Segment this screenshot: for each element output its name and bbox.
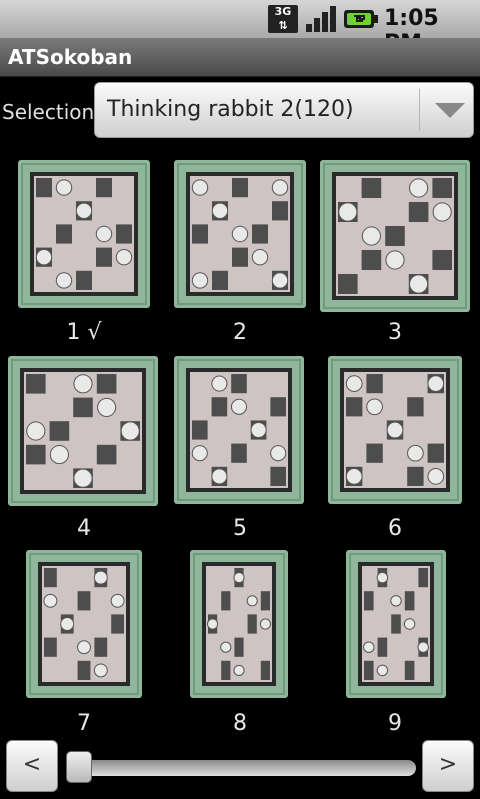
- page-slider-track[interactable]: [66, 760, 416, 776]
- level-label-5: 5: [233, 516, 247, 541]
- level-thumbnail-7[interactable]: [26, 550, 142, 698]
- battery-icon: [344, 10, 378, 28]
- level-thumbnail-1[interactable]: [18, 160, 150, 308]
- page-slider-thumb[interactable]: [66, 751, 92, 783]
- selection-label: Selection:: [2, 100, 101, 124]
- level-thumbnail-8[interactable]: [190, 550, 288, 698]
- network-3g-icon: 3G⇅: [268, 5, 298, 33]
- level-set-value: Thinking rabbit 2(120): [107, 97, 354, 122]
- next-page-button[interactable]: >: [422, 740, 474, 792]
- app-title: ATSokoban: [8, 45, 133, 69]
- level-label-7: 7: [77, 711, 91, 736]
- level-label-9: 9: [388, 711, 402, 736]
- level-thumbnail-9[interactable]: [346, 550, 446, 698]
- level-set-dropdown[interactable]: Thinking rabbit 2(120): [94, 82, 474, 138]
- status-bar: 3G⇅ 1:05 PM: [0, 0, 480, 56]
- level-label-2: 2: [233, 320, 247, 345]
- level-label-4: 4: [77, 516, 91, 541]
- level-thumbnail-4[interactable]: [8, 356, 158, 506]
- dropdown-divider: [419, 89, 420, 131]
- prev-page-button[interactable]: <: [6, 740, 58, 792]
- level-label-6: 6: [388, 516, 402, 541]
- level-label-1: 1 √: [66, 320, 102, 345]
- chevron-down-icon: [435, 103, 465, 118]
- signal-strength-icon: [306, 6, 336, 32]
- level-thumbnail-2[interactable]: [174, 160, 306, 308]
- level-label-8: 8: [233, 711, 247, 736]
- level-thumbnail-6[interactable]: [328, 356, 462, 504]
- app-title-bar: ATSokoban: [0, 38, 480, 77]
- level-thumbnail-3[interactable]: [320, 160, 470, 312]
- level-label-3: 3: [388, 320, 402, 345]
- level-thumbnail-5[interactable]: [174, 356, 304, 504]
